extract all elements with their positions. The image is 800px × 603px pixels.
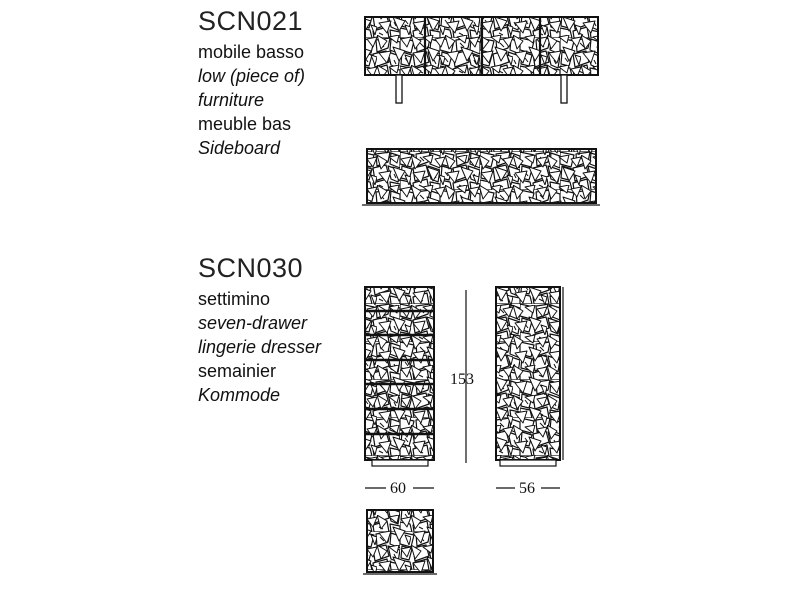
desc-line: semainier — [198, 361, 277, 381]
depth-label: 56 — [519, 480, 535, 497]
depth-dimension: 56 — [496, 480, 560, 497]
desc-line: mobile basso — [198, 42, 305, 62]
sideboard-front-view — [364, 16, 599, 104]
desc-line: furniture — [198, 90, 265, 110]
desc-line: low (piece of) — [198, 66, 306, 86]
desc-line: settimino — [198, 289, 271, 309]
height-dimension: 153 — [450, 290, 474, 463]
width-label: 60 — [390, 480, 406, 497]
desc-line: meuble bas — [198, 114, 292, 134]
dresser-side-view — [495, 286, 564, 467]
desc-line: seven-drawer — [198, 313, 308, 333]
desc-line: Kommode — [198, 385, 281, 405]
product-code-scn030: SCN030 — [198, 253, 304, 283]
desc-line: lingerie dresser — [198, 337, 322, 357]
dresser-plan-view — [363, 509, 437, 575]
width-dimension: 60 — [365, 480, 434, 497]
dresser-front-view — [364, 286, 435, 467]
height-label: 153 — [450, 371, 474, 388]
product-description-scn021: mobile basso low (piece of) furniture me… — [198, 40, 305, 160]
desc-line: Sideboard — [198, 138, 281, 158]
sideboard-plan-view — [362, 148, 600, 206]
product-description-scn030: settimino seven-drawer lingerie dresser … — [198, 287, 321, 407]
product-code-scn021: SCN021 — [198, 6, 304, 36]
